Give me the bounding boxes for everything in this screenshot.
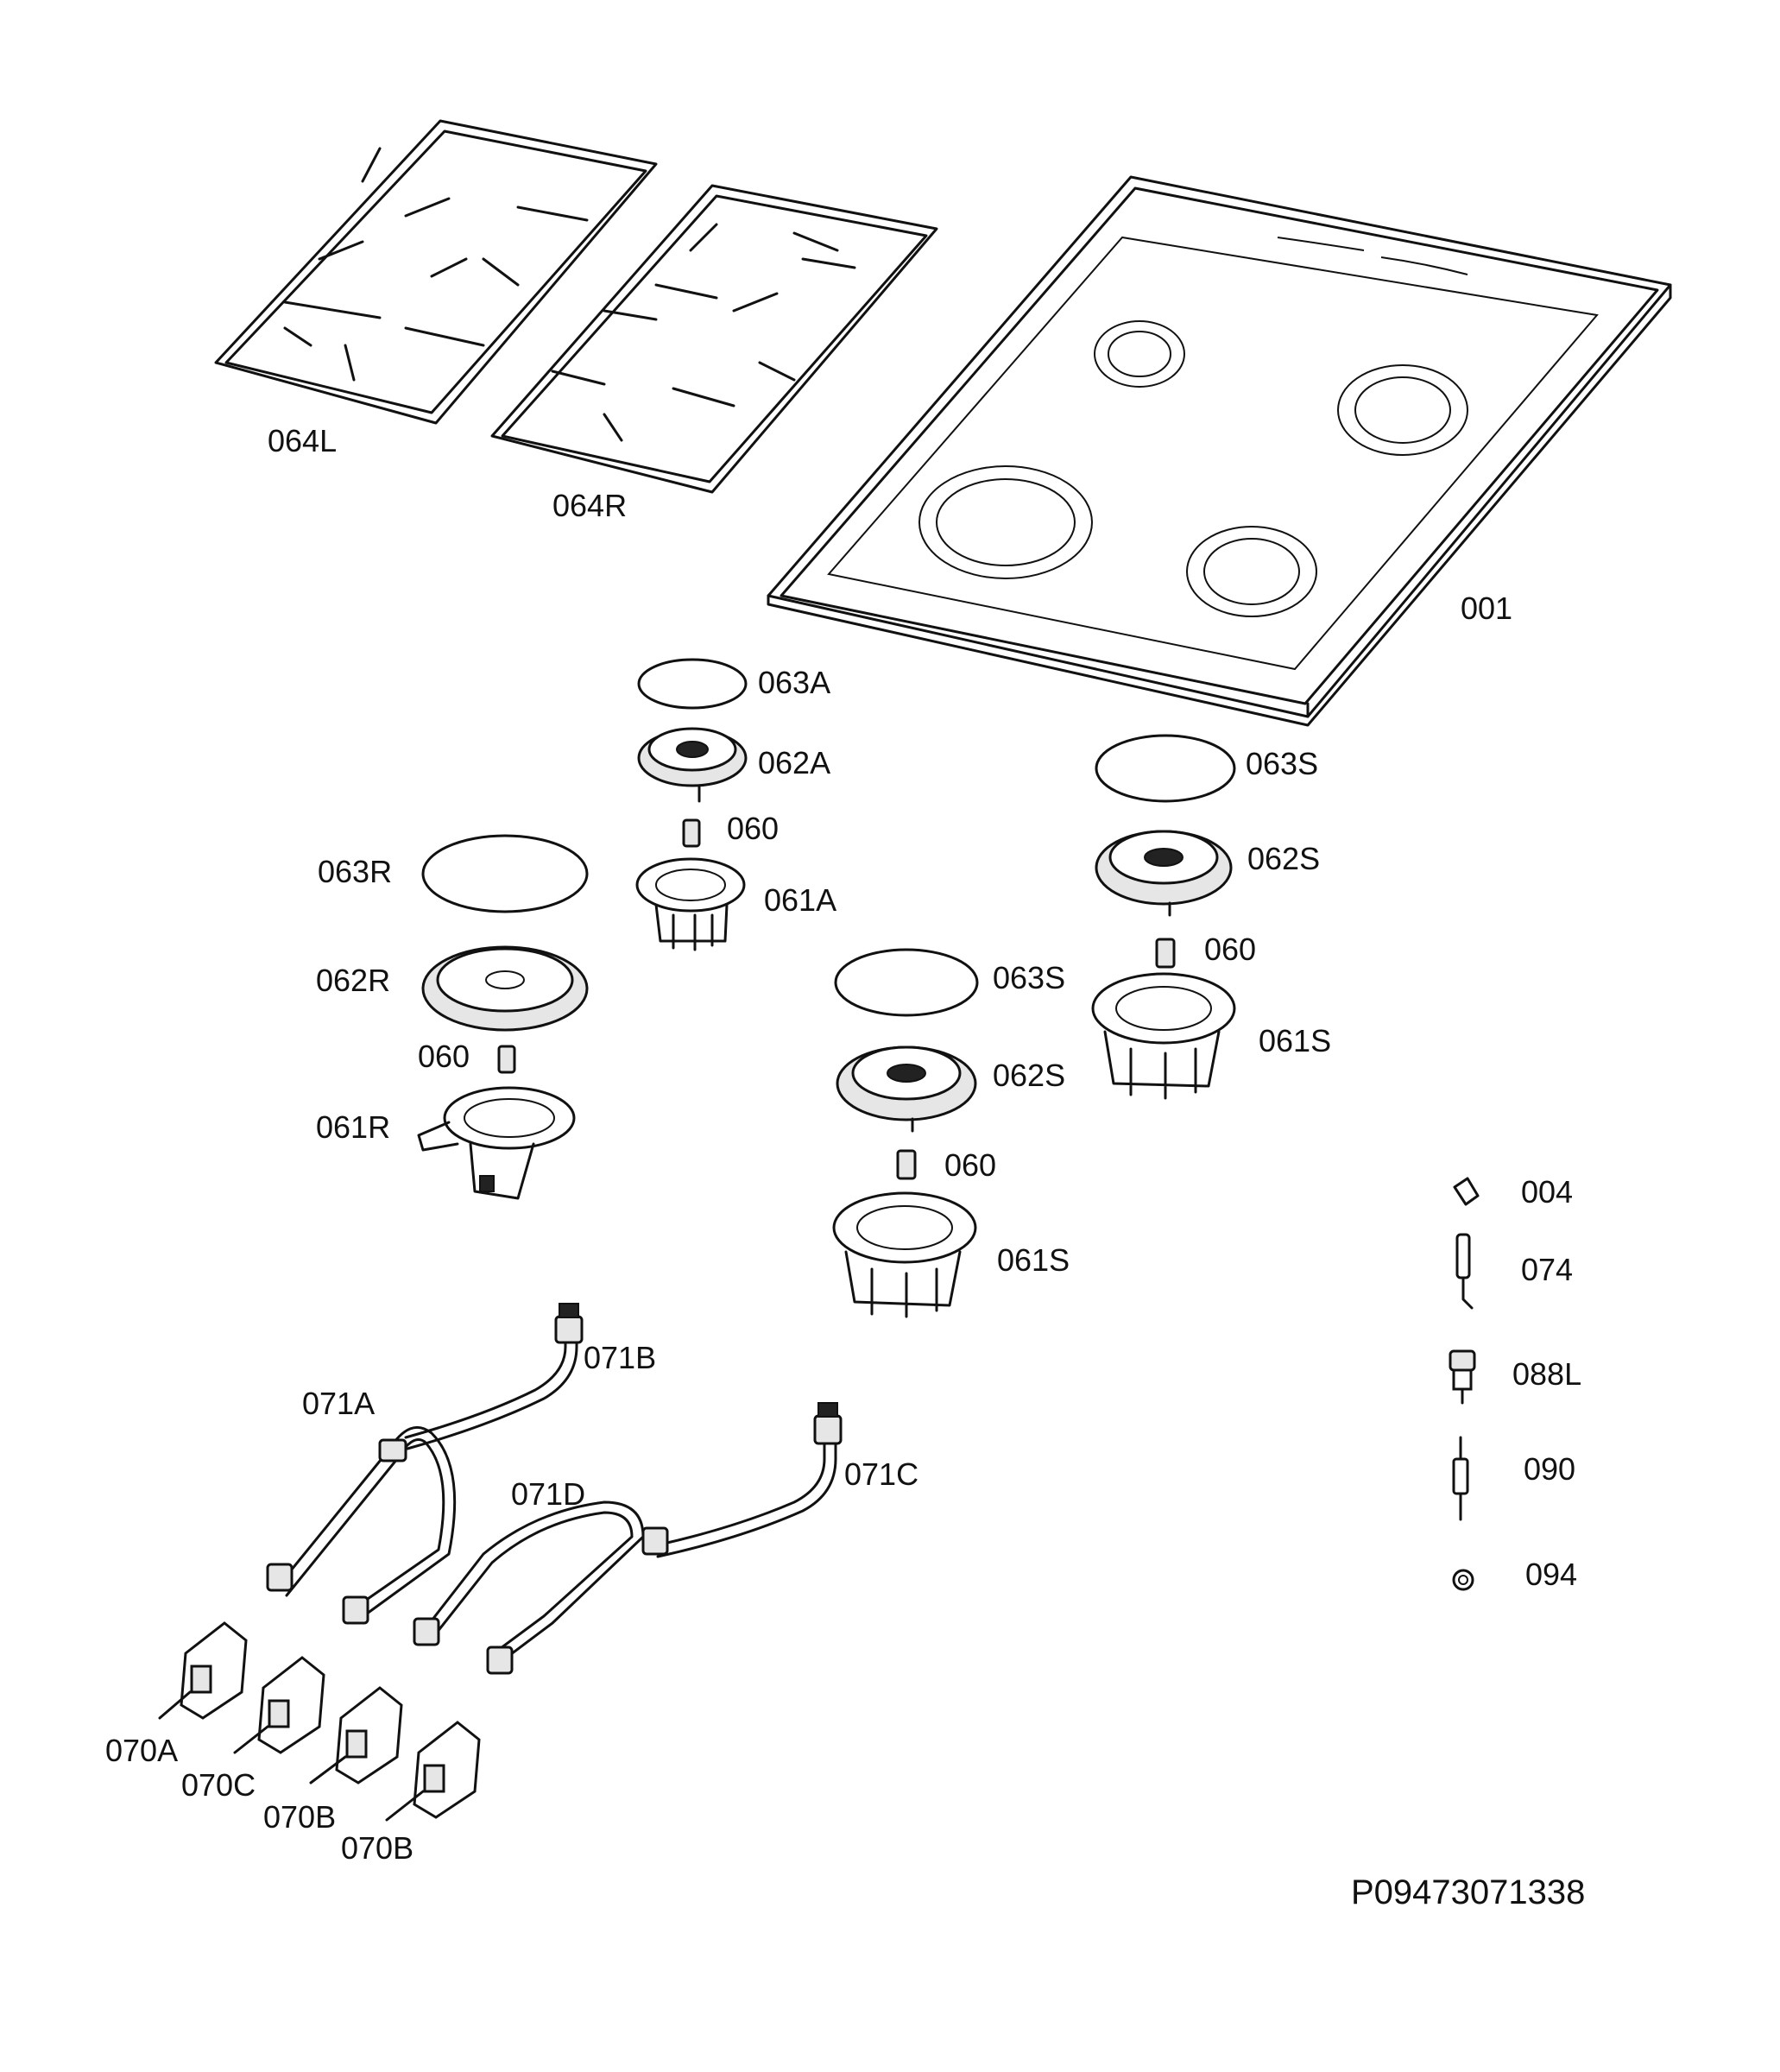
ignition-electrode[interactable] — [1452, 1436, 1469, 1521]
base-s-right[interactable] — [1091, 972, 1236, 1100]
washer[interactable] — [1452, 1569, 1474, 1591]
base-s-mid[interactable] — [832, 1191, 977, 1318]
crown-s-right[interactable] — [1095, 830, 1233, 917]
label-injector-s-right: 060 — [1204, 932, 1256, 967]
injector-a[interactable] — [682, 818, 701, 848]
base-a[interactable] — [635, 857, 746, 951]
label-base-r: 061R — [316, 1109, 390, 1145]
drawing-code: P09473071338 — [1351, 1873, 1585, 1911]
cap-s-right[interactable] — [1095, 734, 1236, 803]
label-ignition-electrode: 090 — [1524, 1451, 1575, 1487]
crown-r[interactable] — [421, 945, 589, 1032]
cap-r[interactable] — [421, 834, 589, 913]
label-cap-r: 063R — [318, 854, 392, 889]
cap-a[interactable] — [637, 658, 748, 710]
label-injector-a: 060 — [727, 811, 779, 846]
valve-b2[interactable] — [385, 1721, 481, 1822]
label-knob-adapter: 088L — [1512, 1356, 1581, 1392]
label-grate-right: 064R — [552, 488, 627, 523]
label-thermocouple: 074 — [1521, 1252, 1573, 1287]
valve-a[interactable] — [158, 1621, 248, 1720]
pipe-c-d[interactable] — [413, 1402, 843, 1675]
injector-r[interactable] — [497, 1045, 516, 1074]
label-base-a: 061A — [764, 882, 836, 918]
grate-left[interactable] — [214, 119, 658, 425]
pipe-a-b[interactable] — [266, 1303, 584, 1625]
label-cap-s-right: 063S — [1246, 746, 1318, 781]
clip[interactable] — [1453, 1177, 1480, 1206]
label-hob-top: 001 — [1461, 591, 1512, 626]
label-crown-s-right: 062S — [1247, 841, 1320, 876]
grate-right[interactable] — [490, 184, 938, 494]
label-base-s-right: 061S — [1259, 1023, 1331, 1058]
label-crown-s-mid: 062S — [993, 1058, 1065, 1093]
label-grate-left: 064L — [268, 423, 337, 458]
label-valve-b1: 070B — [263, 1799, 336, 1835]
label-cap-a: 063A — [758, 665, 830, 700]
label-cap-s-mid: 063S — [993, 960, 1065, 995]
label-injector-s-mid: 060 — [944, 1147, 996, 1183]
label-pipe-b: 071B — [584, 1340, 656, 1375]
crown-s-mid[interactable] — [836, 1045, 977, 1133]
base-r[interactable] — [417, 1086, 576, 1200]
hob-top[interactable] — [767, 175, 1672, 727]
label-crown-a: 062A — [758, 745, 830, 780]
knob-adapter[interactable] — [1449, 1349, 1476, 1405]
label-injector-r: 060 — [418, 1039, 470, 1074]
valve-b1[interactable] — [309, 1686, 403, 1785]
label-crown-r: 062R — [316, 963, 390, 998]
label-washer: 094 — [1525, 1557, 1577, 1592]
thermocouple[interactable] — [1455, 1233, 1474, 1310]
injector-s-mid[interactable] — [896, 1149, 917, 1180]
label-valve-a: 070A — [105, 1733, 178, 1768]
valve-c[interactable] — [233, 1656, 325, 1754]
label-valve-c: 070C — [181, 1767, 256, 1803]
injector-s-right[interactable] — [1155, 938, 1176, 969]
label-pipe-a: 071A — [302, 1386, 375, 1421]
label-base-s-mid: 061S — [997, 1242, 1070, 1278]
label-clip: 004 — [1521, 1174, 1573, 1210]
label-valve-b2: 070B — [341, 1830, 413, 1866]
label-pipe-c: 071C — [844, 1456, 918, 1492]
label-pipe-d: 071D — [511, 1476, 585, 1512]
cap-s-mid[interactable] — [834, 948, 979, 1017]
crown-a[interactable] — [637, 727, 748, 803]
